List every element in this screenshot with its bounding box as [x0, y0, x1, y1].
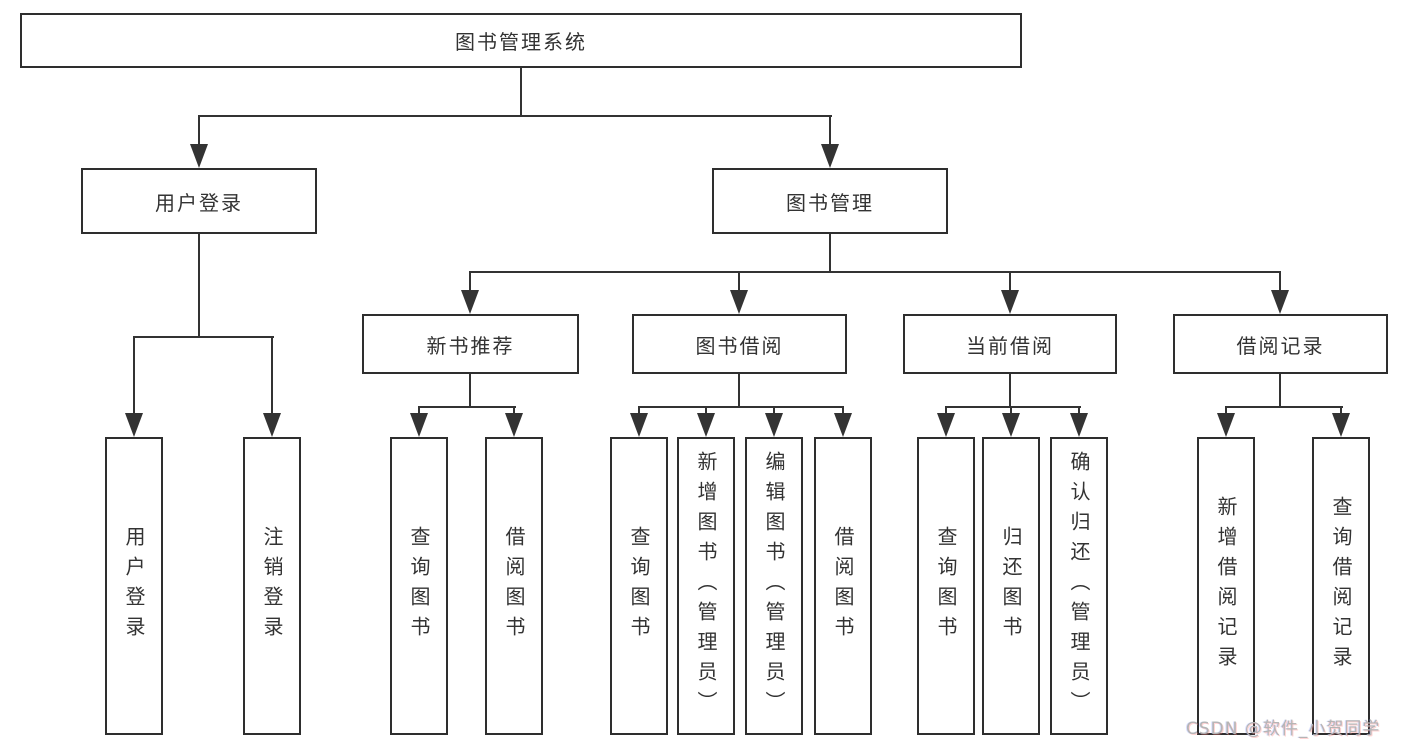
connector-line: [198, 115, 200, 147]
arrowhead-down-icon: [834, 413, 852, 437]
node-label: 图书管理系统: [455, 30, 587, 54]
arrowhead-down-icon: [1001, 290, 1019, 314]
connector-line: [520, 68, 522, 116]
connector-line: [469, 374, 471, 408]
connector-line: [469, 271, 471, 293]
leaf-label: 查询图书: [934, 526, 958, 646]
node-label: 用户登录: [155, 190, 243, 215]
leaf-label: 编辑图书（管理员）: [762, 451, 786, 721]
leaf-label: 用户登录: [122, 526, 146, 646]
connector-line: [1340, 406, 1342, 416]
leaf-label: 借阅图书: [502, 526, 526, 646]
arrowhead-down-icon: [125, 413, 143, 437]
leaf-logout: 注销登录: [243, 437, 301, 735]
node-book-management: 图书管理: [712, 168, 948, 234]
connector-line: [1279, 374, 1281, 408]
leaf-add-books-admin: 新增图书（管理员）: [677, 437, 735, 735]
arrowhead-down-icon: [630, 413, 648, 437]
arrowhead-down-icon: [697, 413, 715, 437]
leaf-confirm-return-admin: 确认归还（管理员）: [1050, 437, 1108, 735]
connector-line: [133, 336, 135, 416]
connector-line: [829, 115, 831, 147]
leaf-label: 查询借阅记录: [1329, 496, 1353, 676]
node-library-management-system: 图书管理系统: [20, 13, 1022, 68]
connector-line: [469, 271, 1281, 273]
connector-line: [638, 406, 844, 408]
connector-line: [133, 336, 274, 338]
connector-line: [418, 406, 516, 408]
leaf-label: 借阅图书: [831, 526, 855, 646]
connector-line: [638, 406, 640, 416]
leaf-label: 查询图书: [407, 526, 431, 646]
arrowhead-down-icon: [730, 290, 748, 314]
connector-line: [1009, 271, 1011, 293]
leaf-label: 新增借阅记录: [1214, 496, 1238, 676]
connector-line: [198, 234, 200, 338]
arrowhead-down-icon: [1217, 413, 1235, 437]
node-label: 新书推荐: [426, 333, 515, 358]
connector-line: [945, 406, 947, 416]
arrowhead-down-icon: [1271, 290, 1289, 314]
connector-line: [945, 406, 1081, 408]
connector-line: [1225, 406, 1343, 408]
connector-line: [705, 406, 707, 416]
connector-line: [513, 406, 515, 416]
connector-line: [1078, 406, 1080, 416]
connector-line: [829, 234, 831, 273]
connector-line: [842, 406, 844, 416]
leaf-borrow-books-borrowing: 借阅图书: [814, 437, 872, 735]
leaf-label: 新增图书（管理员）: [694, 451, 718, 721]
connector-line: [738, 271, 740, 293]
arrowhead-down-icon: [1070, 413, 1088, 437]
node-label: 图书管理: [786, 190, 874, 215]
arrowhead-down-icon: [505, 413, 523, 437]
node-borrowing-records: 借阅记录: [1173, 314, 1388, 374]
connector-line: [1010, 406, 1012, 416]
leaf-query-borrow-record: 查询借阅记录: [1312, 437, 1370, 735]
connector-line: [1225, 406, 1227, 416]
arrowhead-down-icon: [263, 413, 281, 437]
watermark-text: CSDN @软件_小贺同学: [1186, 719, 1381, 739]
node-book-borrowing: 图书借阅: [632, 314, 847, 374]
connector-line: [773, 406, 775, 416]
leaf-borrow-books-recommend: 借阅图书: [485, 437, 543, 735]
node-label: 借阅记录: [1236, 333, 1325, 358]
arrowhead-down-icon: [765, 413, 783, 437]
connector-line: [1009, 374, 1011, 408]
leaf-label: 确认归还（管理员）: [1067, 451, 1091, 721]
arrowhead-down-icon: [1332, 413, 1350, 437]
arrowhead-down-icon: [821, 144, 839, 168]
leaf-label: 查询图书: [627, 526, 651, 646]
leaf-query-books-borrowing: 查询图书: [610, 437, 668, 735]
connector-line: [738, 374, 740, 408]
leaf-query-books-recommend: 查询图书: [390, 437, 448, 735]
connector-line: [198, 115, 832, 117]
node-current-borrowing: 当前借阅: [903, 314, 1117, 374]
arrowhead-down-icon: [461, 290, 479, 314]
connector-line: [1279, 271, 1281, 293]
connector-line: [271, 336, 273, 416]
node-label: 当前借阅: [966, 333, 1054, 358]
leaf-return-books: 归还图书: [982, 437, 1040, 735]
arrowhead-down-icon: [190, 144, 208, 168]
leaf-user-login: 用户登录: [105, 437, 163, 735]
node-new-book-recommendation: 新书推荐: [362, 314, 579, 374]
connector-line: [418, 406, 420, 416]
node-user-login: 用户登录: [81, 168, 317, 234]
arrowhead-down-icon: [1002, 413, 1020, 437]
arrowhead-down-icon: [937, 413, 955, 437]
node-label: 图书借阅: [695, 333, 784, 358]
leaf-edit-books-admin: 编辑图书（管理员）: [745, 437, 803, 735]
arrowhead-down-icon: [410, 413, 428, 437]
leaf-label: 注销登录: [260, 526, 284, 646]
leaf-label: 归还图书: [999, 526, 1023, 646]
leaf-query-books-current: 查询图书: [917, 437, 975, 735]
leaf-add-borrow-record: 新增借阅记录: [1197, 437, 1255, 735]
